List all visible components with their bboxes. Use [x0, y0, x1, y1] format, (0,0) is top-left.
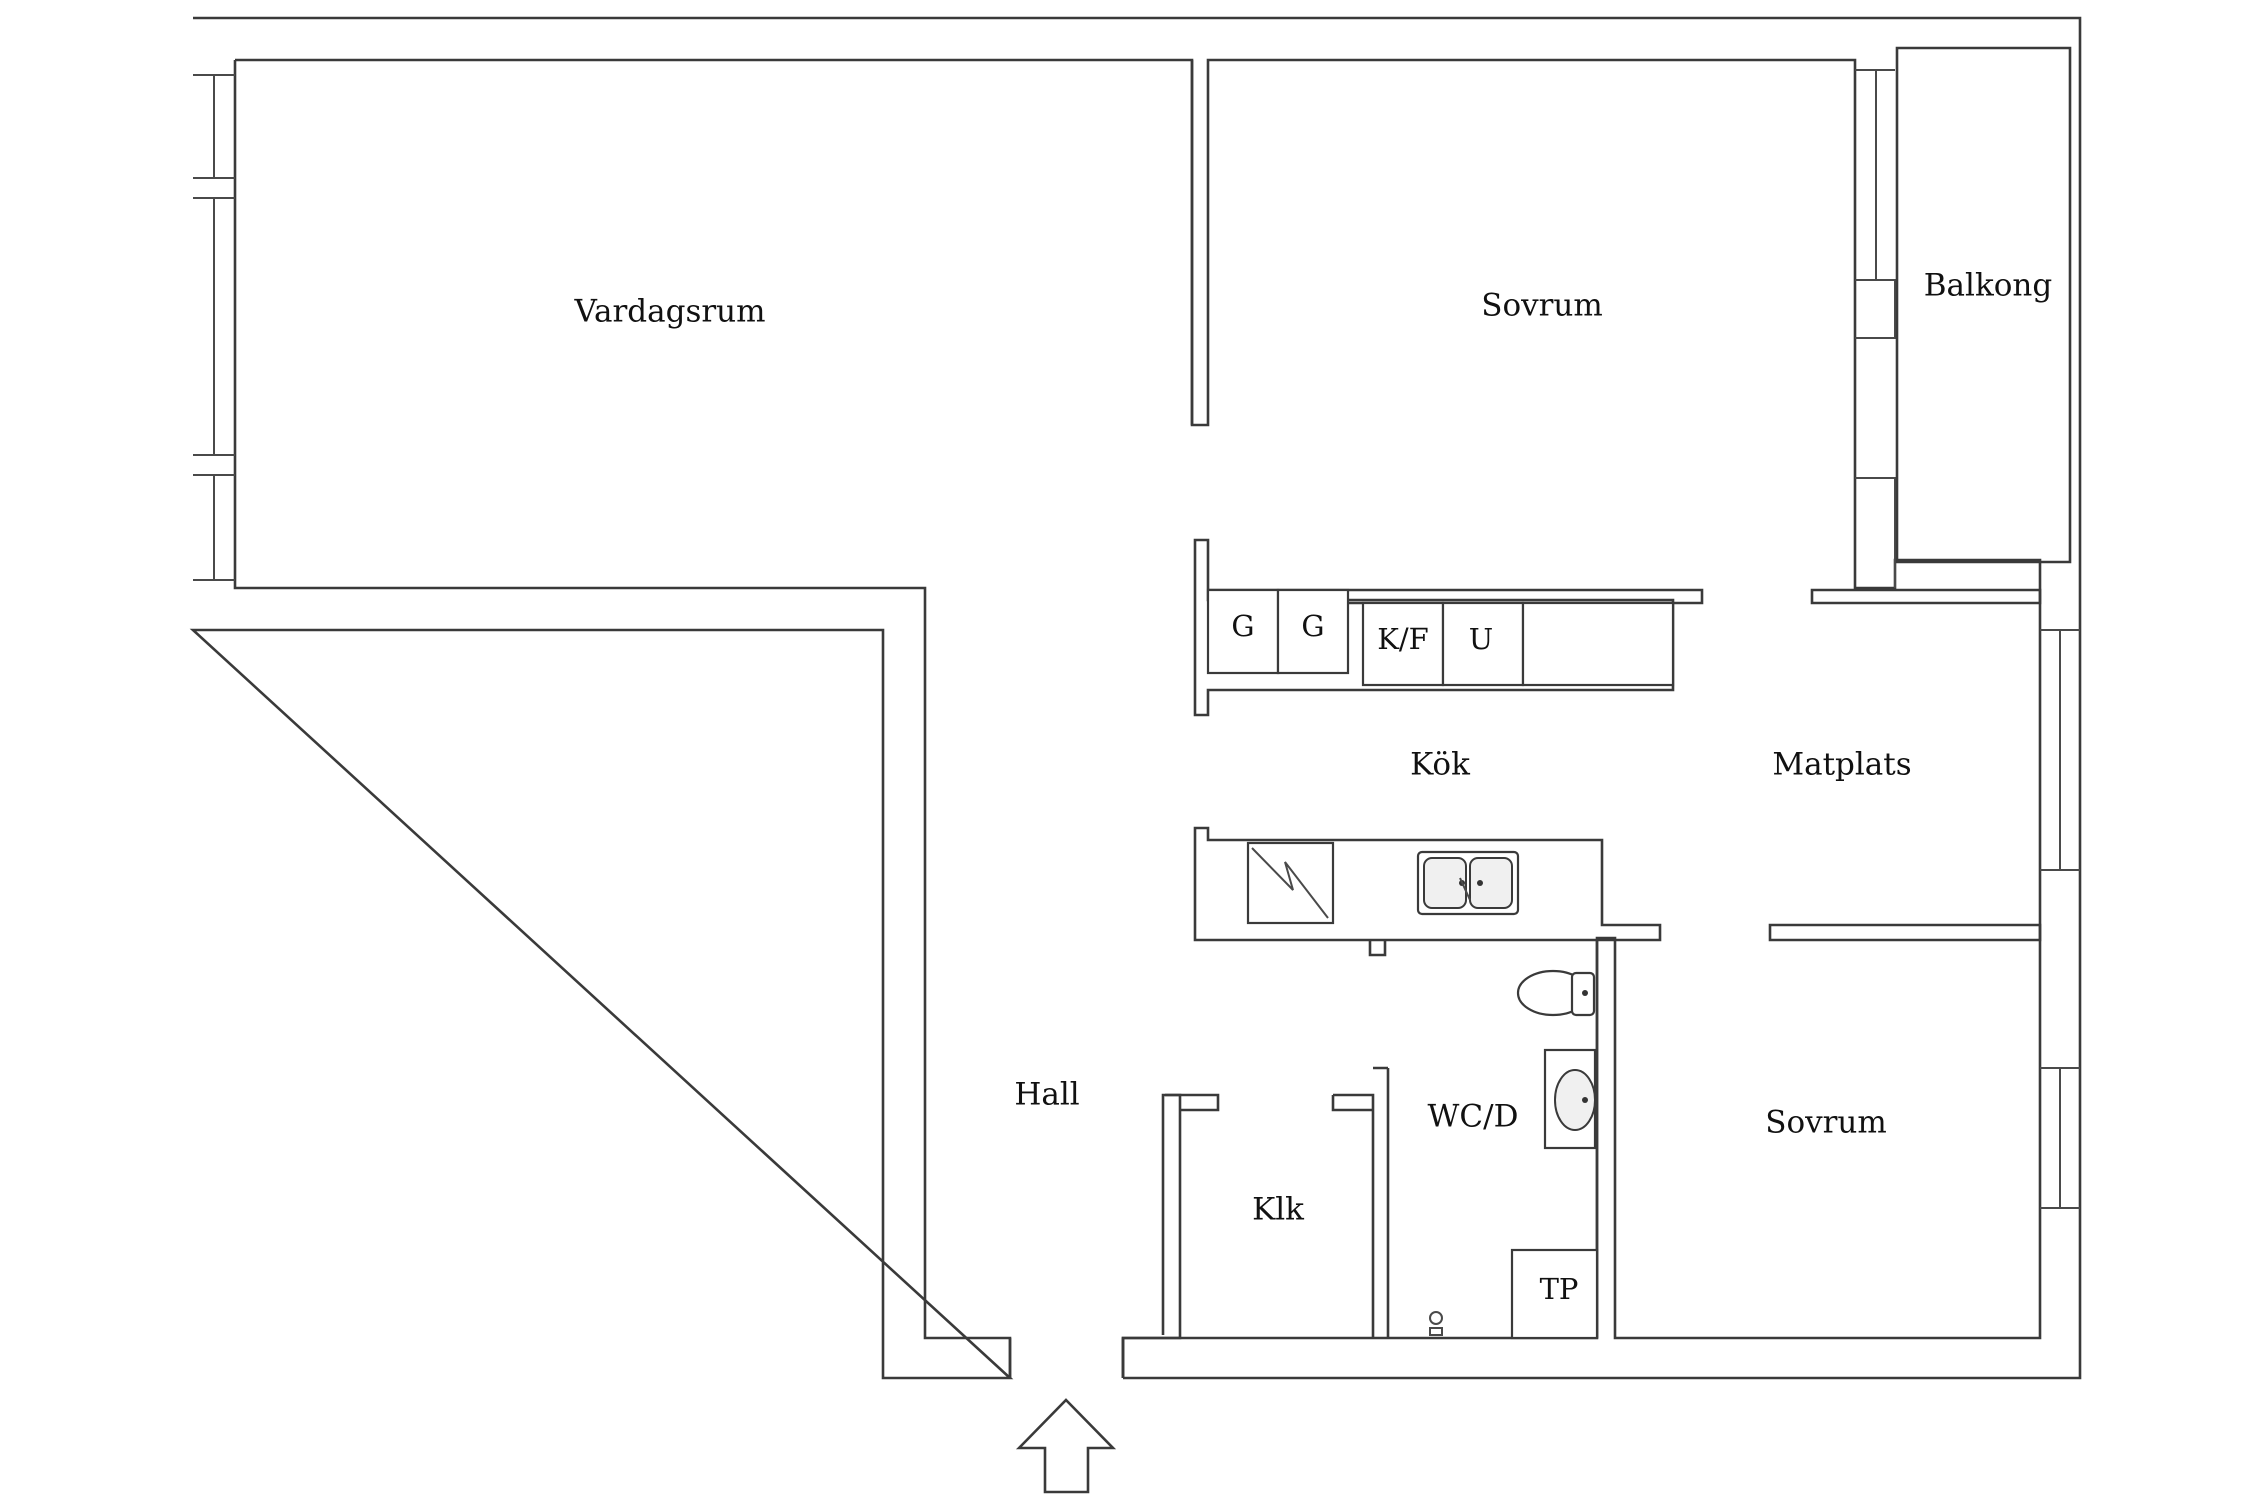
- room-label-kitchen: Kök: [1410, 747, 1470, 783]
- window-dining: [2040, 629, 2080, 871]
- window-left-upper: [193, 74, 235, 455]
- toilet-icon: [1516, 969, 1596, 1017]
- window-left-lower: [193, 454, 235, 581]
- fixture-label-wardrobe-2: G: [1301, 609, 1324, 643]
- floor-drain-icon: [1429, 1311, 1443, 1336]
- kitchen-sink-icon: [1416, 850, 1520, 916]
- room-label-bedroom-top: Sovrum: [1481, 288, 1603, 324]
- fixture-label-dryer: TP: [1540, 1272, 1579, 1306]
- room-label-bedroom-bottom: Sovrum: [1765, 1105, 1887, 1141]
- room-labels: Vardagsrum Sovrum Balkong Kök Matplats H…: [573, 268, 2052, 1228]
- fixture-label-wardrobe-1: G: [1231, 609, 1254, 643]
- room-label-dining: Matplats: [1772, 747, 1911, 783]
- room-label-hall: Hall: [1014, 1077, 1079, 1113]
- windows: [193, 69, 2080, 1209]
- entrance-arrow-icon: [1015, 1398, 1117, 1494]
- fixture-label-oven: U: [1469, 622, 1493, 656]
- wardrobe-2: [1276, 588, 1350, 675]
- window-bedroom-bottom: [2040, 1067, 2080, 1209]
- washbasin-icon: [1543, 1048, 1597, 1150]
- stove-icon: [1246, 841, 1335, 925]
- fixture-labels: G G K/F U TP: [1231, 609, 1578, 1306]
- interior-walls: [1008, 60, 2042, 1378]
- room-label-living: Vardagsrum: [573, 294, 765, 330]
- wardrobe-1: [1206, 588, 1280, 675]
- room-label-balcony: Balkong: [1924, 268, 2052, 304]
- exterior-walls: [189, 16, 2082, 1380]
- dryer-cabinet: [1510, 1248, 1599, 1340]
- window-balcony-door: [1855, 69, 1896, 588]
- room-label-wc: WC/D: [1428, 1099, 1519, 1135]
- room-label-closet: Klk: [1252, 1192, 1304, 1228]
- fixture-label-fridge-freezer: K/F: [1377, 622, 1429, 656]
- fridge-freezer: [1361, 601, 1445, 687]
- counter-top: [1521, 601, 1675, 687]
- kitchen-upper-cabinets: [1206, 588, 1675, 687]
- balcony-outline: [1895, 46, 2072, 564]
